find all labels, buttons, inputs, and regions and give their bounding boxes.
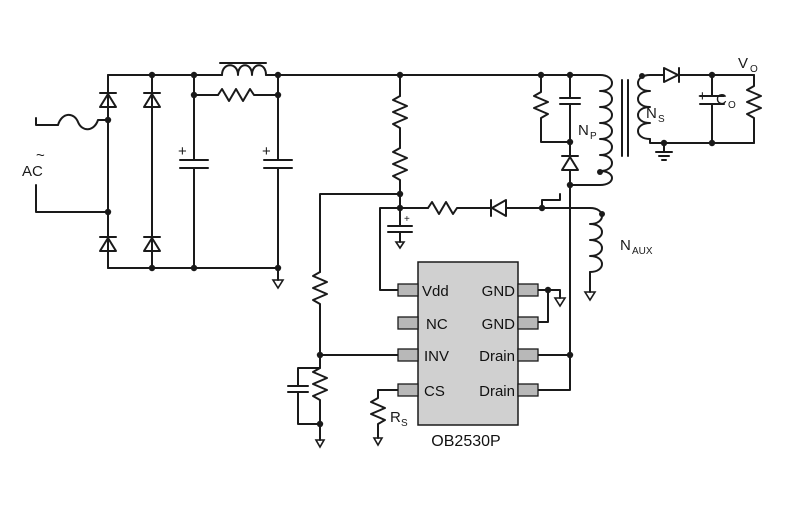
transformer-secondary: + N S C O V O (621, 55, 762, 161)
primary-winding (599, 74, 613, 186)
np-sub: P (590, 131, 597, 142)
diode-d3 (99, 236, 117, 252)
drain-wiring (537, 184, 574, 391)
pin-label-drain-1: Drain (479, 348, 515, 365)
ns-label: N (646, 105, 657, 122)
co-label: C (716, 91, 727, 108)
output-diode (663, 67, 679, 83)
pin-drain-1 (517, 348, 539, 362)
diode-d4 (143, 236, 161, 252)
pin-vdd (397, 283, 419, 297)
vo-sub: O (750, 64, 758, 75)
co-plus: + (698, 88, 707, 105)
load-resistor (746, 74, 762, 144)
pin-label-drain-2: Drain (479, 383, 515, 400)
pin-gnd-1 (517, 283, 539, 297)
aux-resistor (427, 201, 493, 215)
naux-sub: AUX (632, 246, 653, 257)
naux-label: N (620, 237, 631, 254)
pin-label-gnd-2: GND (482, 316, 516, 333)
controller-ic: Vdd NC INV CS GND GND Drain Drain OB2530… (397, 261, 539, 450)
diode-d1 (99, 92, 117, 108)
pi-filter: + + (151, 62, 401, 290)
primary-snubber: N P (399, 71, 613, 189)
fuse (57, 113, 109, 131)
diode-d2 (143, 92, 161, 108)
rs-sub: S (401, 418, 408, 429)
filter-inductor (221, 64, 267, 76)
aux-circuit: N AUX (399, 193, 653, 302)
c2-plus: + (262, 143, 271, 160)
current-sense: R S (370, 389, 408, 447)
bridge-rectifier (99, 71, 161, 272)
startup-resistors: + (319, 71, 413, 291)
pin-gnd-2 (517, 316, 539, 330)
c1-plus: + (178, 143, 187, 160)
vdd-cap-plus: + (404, 214, 410, 225)
pin-label-gnd-1: GND (482, 283, 516, 300)
pin-inv (397, 348, 419, 362)
feedback-divider (287, 271, 399, 449)
pin-label-nc: NC (426, 316, 448, 333)
ground-symbol-primary (271, 279, 285, 290)
clamp-diode (561, 156, 579, 171)
pin-label-vdd: Vdd (422, 283, 449, 300)
vo-label: V (738, 55, 748, 72)
damping-resistor (217, 74, 279, 102)
pin-label-cs: CS (424, 383, 445, 400)
ic-body (417, 261, 519, 426)
co-sub: O (728, 100, 736, 111)
pin-cs (397, 383, 419, 397)
ns-sub: S (658, 114, 665, 125)
aux-diode (491, 199, 507, 217)
ic-part-number: OB2530P (431, 433, 500, 450)
np-label: N (578, 122, 589, 139)
pin-nc (397, 316, 419, 330)
ac-symbol: ~ (36, 147, 45, 164)
aux-winding (589, 207, 603, 273)
pin-label-inv: INV (424, 348, 449, 365)
ac-label: AC (22, 163, 43, 180)
rs-label: R (390, 409, 401, 426)
pin-drain-2 (517, 383, 539, 397)
ac-input: ~ AC (22, 113, 109, 213)
secondary-winding (637, 74, 651, 140)
